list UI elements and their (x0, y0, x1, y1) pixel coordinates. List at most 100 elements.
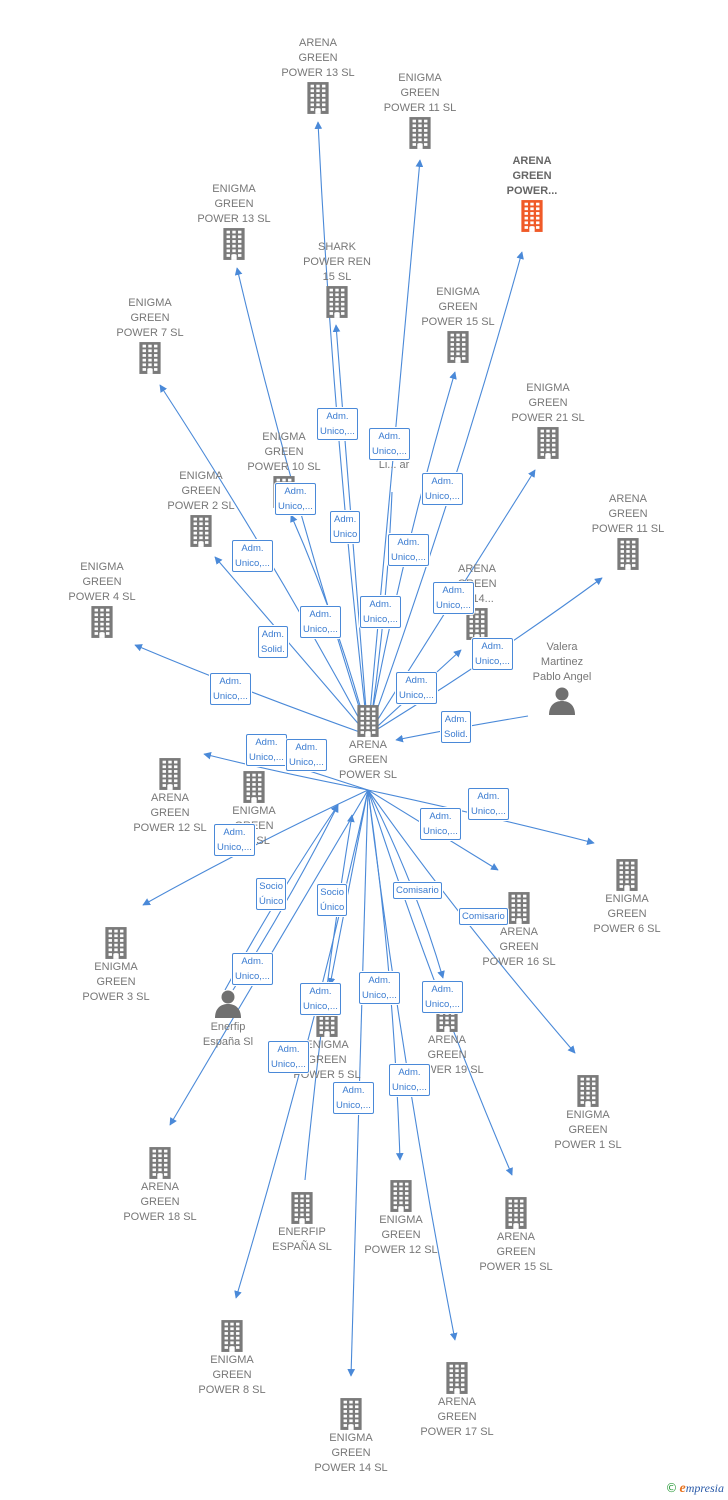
edge-label[interactable]: Adm. Unico,... (468, 788, 509, 820)
edge-label[interactable]: Adm. Unico,... (433, 582, 474, 614)
node-label: ARENA GREEN POWER 13 SL (281, 37, 355, 79)
company-node[interactable]: ENIGMA GREEN POWER 7 SL (100, 296, 200, 375)
node-label: ENIGMA GREEN POWER 4 SL (68, 561, 136, 603)
node-label: ENIGMA GREEN POWER 7 SL (116, 297, 184, 339)
node-label: ARENA GREEN POWER 19 SL (410, 1034, 484, 1076)
copyright-icon: © (665, 1481, 678, 1495)
edge-label[interactable]: Comisario (459, 908, 508, 925)
node-label: ENIGMA GREEN POWER 6 SL (593, 893, 661, 935)
company-node[interactable]: ARENA GREEN POWER 18 SL (110, 1146, 210, 1225)
edge-label[interactable]: Adm. Unico,... (286, 739, 327, 771)
edge-label[interactable]: Adm. Unico,... (420, 808, 461, 840)
node-label: ARENA GREEN POWER 11 SL (591, 493, 665, 535)
edge-label[interactable]: Adm. Unico,... (389, 1064, 430, 1096)
edge-label[interactable]: Adm. Unico,... (210, 673, 251, 705)
edge-label[interactable]: Adm. Solid. (258, 626, 288, 658)
company-node[interactable]: ENIGMA GREEN POWER 12 SL (351, 1179, 451, 1258)
empresia-watermark[interactable]: ©empresia (666, 1481, 724, 1497)
building-icon (407, 1361, 507, 1395)
building-icon (120, 757, 220, 791)
company-node[interactable]: ARENA GREEN POWER 19 SL (397, 999, 497, 1078)
edge-label[interactable]: Adm. Unico,... (388, 534, 429, 566)
node-label: ENERFIP ESPAÑA SL (272, 1226, 332, 1253)
company-node[interactable]: ARENA GREEN POWER 15 SL (466, 1196, 566, 1275)
company-node[interactable]: ARENA GREEN POWER... (482, 154, 582, 233)
edge-label[interactable]: Adm. Unico,... (369, 428, 410, 460)
company-node[interactable]: ENIGMA GREEN POWER 1 SL (538, 1074, 638, 1153)
edge-label[interactable]: Adm. Unico,... (275, 483, 316, 515)
center-company-node[interactable]: ARENA GREEN POWER SL (318, 704, 418, 783)
node-label: ARENA GREEN POWER 16 SL (482, 926, 556, 968)
company-node[interactable]: ENIGMA GREEN POWER 21 SL (498, 381, 598, 460)
building-icon (577, 858, 677, 892)
edge-label[interactable]: Adm. Solid. (441, 711, 471, 743)
company-node[interactable]: ARENA GREEN POWER 16 SL (469, 891, 569, 970)
company-node[interactable]: ENIGMA GREEN POWER 13 SL (184, 182, 284, 261)
building-icon (252, 1191, 352, 1225)
company-node[interactable]: ENIGMA GREEN POWER 14 SL (301, 1397, 401, 1476)
edge-label[interactable]: Adm. Unico,... (300, 983, 341, 1015)
person-node[interactable]: Valera Martinez Pablo Angel (512, 638, 612, 715)
brand-initial: e (679, 1481, 686, 1496)
building-icon (351, 1179, 451, 1213)
edge-line (327, 789, 369, 986)
company-node[interactable]: ARENA GREEN POWER 11 SL (578, 492, 678, 571)
company-node[interactable]: ENIGMA GREEN POWER 4 SL (52, 560, 152, 639)
edge-label[interactable]: Adm. Unico,... (472, 638, 513, 670)
building-icon (52, 605, 152, 639)
company-node[interactable]: ARENA GREEN POWER 13 SL (268, 36, 368, 115)
person-icon (512, 685, 612, 715)
building-icon (482, 199, 582, 233)
node-label: ENIGMA GREEN POWER 13 SL (197, 183, 271, 225)
edge-label[interactable]: Adm. Unico,... (333, 1082, 374, 1114)
company-node[interactable]: ENERFIP ESPAÑA SL (252, 1191, 352, 1255)
node-label: ARENA GREEN POWER SL (338, 739, 398, 781)
edge-label[interactable]: Adm. Unico (330, 511, 361, 543)
edge-label[interactable]: Comisario (393, 882, 442, 899)
building-icon (578, 537, 678, 571)
edge-label[interactable]: Adm. Unico,... (422, 473, 463, 505)
edge-label[interactable]: Adm. Unico,... (232, 540, 273, 572)
brand-name: mpresia (685, 1481, 724, 1495)
building-icon (110, 1146, 210, 1180)
edge-label[interactable]: Adm. Unico,... (422, 981, 463, 1013)
building-icon (370, 116, 470, 150)
company-node[interactable]: ENIGMA GREEN POWER 3 SL (66, 926, 166, 1005)
edge-label[interactable]: Adm. Unico,... (360, 596, 401, 628)
company-node[interactable]: ARENA GREEN POWER 17 SL (407, 1361, 507, 1440)
edge-label[interactable]: Socio Único (256, 878, 287, 910)
node-label: ARENA GREEN POWER 12 SL (133, 792, 207, 834)
node-label: ENIGMA GREEN POWER 11 SL (383, 72, 457, 114)
edge-label[interactable]: Socio Único (317, 884, 348, 916)
person-node[interactable]: Enerfip España Sl (178, 988, 278, 1050)
edge-line (214, 556, 369, 736)
edge-label[interactable]: Adm. Unico,... (396, 672, 437, 704)
company-node[interactable]: ENIGMA GREEN POWER 2 SL (151, 469, 251, 548)
building-icon (466, 1196, 566, 1230)
edge-label[interactable]: Adm. Unico,... (268, 1041, 309, 1073)
edge-label[interactable]: Adm. Unico,... (300, 606, 341, 638)
building-icon (151, 514, 251, 548)
building-icon (408, 330, 508, 364)
edge-label[interactable]: Adm. Unico,... (214, 824, 255, 856)
node-label: Li... ar (378, 459, 410, 471)
building-icon (66, 926, 166, 960)
company-node[interactable]: SHARK POWER REN 15 SL (287, 240, 387, 319)
node-label: ENIGMA GREEN POWER 5 SL (293, 1039, 361, 1081)
company-node[interactable]: ENIGMA GREEN POWER 8 SL (182, 1319, 282, 1398)
node-label: ARENA GREEN POWER 17 SL (420, 1396, 494, 1438)
node-label: ENIGMA GREEN POWER 3 SL (82, 961, 150, 1003)
edge-label[interactable]: Adm. Unico,... (232, 953, 273, 985)
company-node[interactable]: ARENA GREEN POWER 12 SL (120, 757, 220, 836)
node-label: ENIGMA GREEN POWER 1 SL (554, 1109, 622, 1151)
edge-label[interactable]: Adm. Unico,... (359, 972, 400, 1004)
company-node[interactable]: ENIGMA GREEN POWER 11 SL (370, 71, 470, 150)
company-node[interactable]: ENIGMA GREEN POWER 6 SL (577, 858, 677, 937)
node-label: ENIGMA GREEN POWER 12 SL (364, 1214, 438, 1256)
node-label: ARENA GREEN POWER 15 SL (479, 1231, 553, 1273)
node-label: ENIGMA GREEN POWER 2 SL (167, 470, 235, 512)
edge-label[interactable]: Adm. Unico,... (246, 734, 287, 766)
node-label: ENIGMA GREEN POWER 14 SL (314, 1432, 388, 1474)
edge-label[interactable]: Adm. Unico,... (317, 408, 358, 440)
company-node[interactable]: ENIGMA GREEN POWER 15 SL (408, 285, 508, 364)
